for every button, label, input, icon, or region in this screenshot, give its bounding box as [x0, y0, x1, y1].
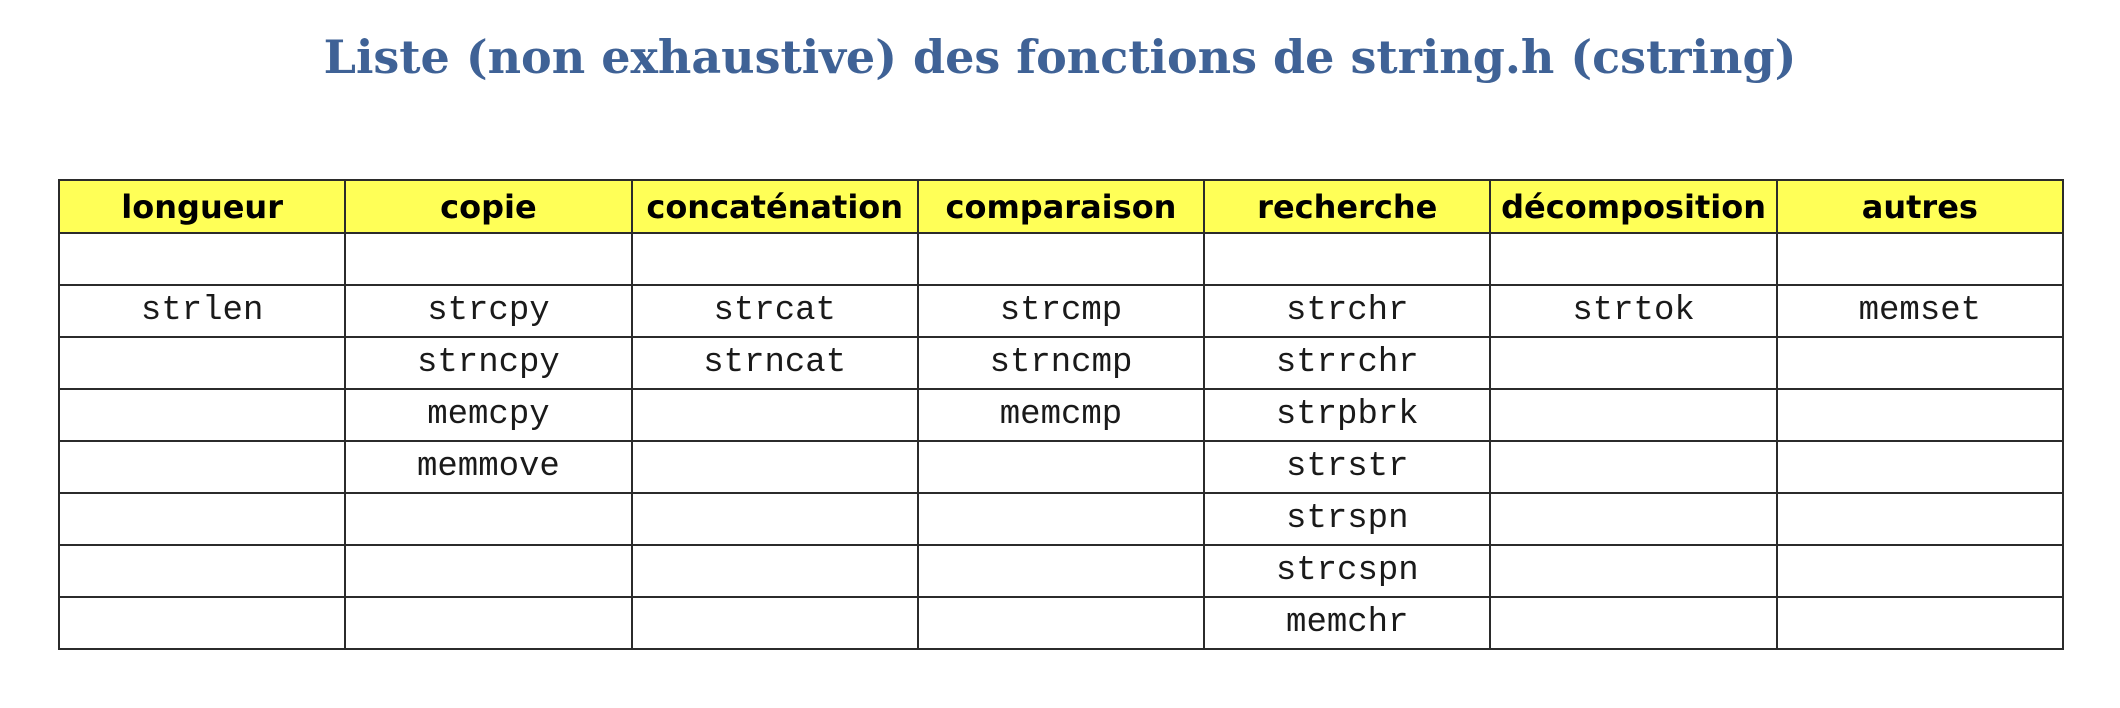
- table-cell: [630, 596, 919, 650]
- table-cell: strspn: [1203, 492, 1492, 546]
- table-cell: [1775, 492, 2065, 546]
- string-functions-table: longueur copie concaténation comparaison…: [57, 179, 2065, 650]
- table-cell: [630, 440, 919, 494]
- column-header-autres: autres: [1775, 179, 2065, 234]
- table-cell: [630, 544, 919, 598]
- table-cell: [1775, 232, 2065, 286]
- table-cell: [630, 232, 919, 286]
- table-row: memchr: [57, 596, 2065, 650]
- column-header-concatenation: concaténation: [630, 179, 919, 234]
- table-cell: strncmp: [916, 336, 1206, 390]
- table-cell: [57, 544, 347, 598]
- column-header-decomposition: décomposition: [1489, 179, 1778, 234]
- table-cell: [630, 388, 919, 442]
- column-header-recherche: recherche: [1203, 179, 1492, 234]
- table-cell: memchr: [1203, 596, 1492, 650]
- table-cell: [344, 232, 633, 286]
- table-cell: memcmp: [916, 388, 1206, 442]
- table-cell: strstr: [1203, 440, 1492, 494]
- table-cell: strcat: [630, 284, 919, 338]
- table-cell: [344, 596, 633, 650]
- table-cell: [57, 232, 347, 286]
- table-cell: [1489, 388, 1778, 442]
- table-row: memmove strstr: [57, 440, 2065, 494]
- table-cell: [57, 440, 347, 494]
- table-cell: [1203, 232, 1492, 286]
- table-row: memcpy memcmp strpbrk: [57, 388, 2065, 442]
- table-cell: strlen: [57, 284, 347, 338]
- table-cell: [1489, 232, 1778, 286]
- table-cell: [916, 232, 1206, 286]
- table-cell: strncpy: [344, 336, 633, 390]
- table-cell: [344, 544, 633, 598]
- table-row: strspn: [57, 492, 2065, 546]
- table-cell: strrchr: [1203, 336, 1492, 390]
- table-cell: [57, 388, 347, 442]
- table-cell: [1489, 440, 1778, 494]
- table-cell: [1775, 440, 2065, 494]
- table-cell: [1489, 492, 1778, 546]
- table-cell: [630, 492, 919, 546]
- table-cell: strcspn: [1203, 544, 1492, 598]
- table-cell: strncat: [630, 336, 919, 390]
- table-cell: [916, 492, 1206, 546]
- table-row: strcspn: [57, 544, 2065, 598]
- column-header-longueur: longueur: [57, 179, 347, 234]
- table-cell: [1775, 544, 2065, 598]
- table-cell: [1489, 544, 1778, 598]
- table-row: [57, 232, 2065, 286]
- table-cell: [916, 596, 1206, 650]
- table-cell: [57, 596, 347, 650]
- table-cell: [57, 492, 347, 546]
- table-cell: [1775, 388, 2065, 442]
- table-cell: [916, 544, 1206, 598]
- table-row: strlen strcpy strcat strcmp strchr strto…: [57, 284, 2065, 338]
- table-cell: [1775, 596, 2065, 650]
- column-header-copie: copie: [344, 179, 633, 234]
- table-cell: [1489, 596, 1778, 650]
- page-title: Liste (non exhaustive) des fonctions de …: [323, 30, 1797, 84]
- table-cell: memset: [1775, 284, 2065, 338]
- table-cell: [916, 440, 1206, 494]
- table-cell: [344, 492, 633, 546]
- column-header-comparaison: comparaison: [916, 179, 1206, 234]
- table-cell: strcmp: [916, 284, 1206, 338]
- table-cell: memcpy: [344, 388, 633, 442]
- table-cell: memmove: [344, 440, 633, 494]
- table-cell: [1489, 336, 1778, 390]
- table-cell: strchr: [1203, 284, 1492, 338]
- table-cell: [1775, 336, 2065, 390]
- header-row: longueur copie concaténation comparaison…: [57, 179, 2065, 234]
- table-cell: strpbrk: [1203, 388, 1492, 442]
- table-row: strncpy strncat strncmp strrchr: [57, 336, 2065, 390]
- table-cell: strcpy: [344, 284, 633, 338]
- table-cell: [57, 336, 347, 390]
- table-cell: strtok: [1489, 284, 1778, 338]
